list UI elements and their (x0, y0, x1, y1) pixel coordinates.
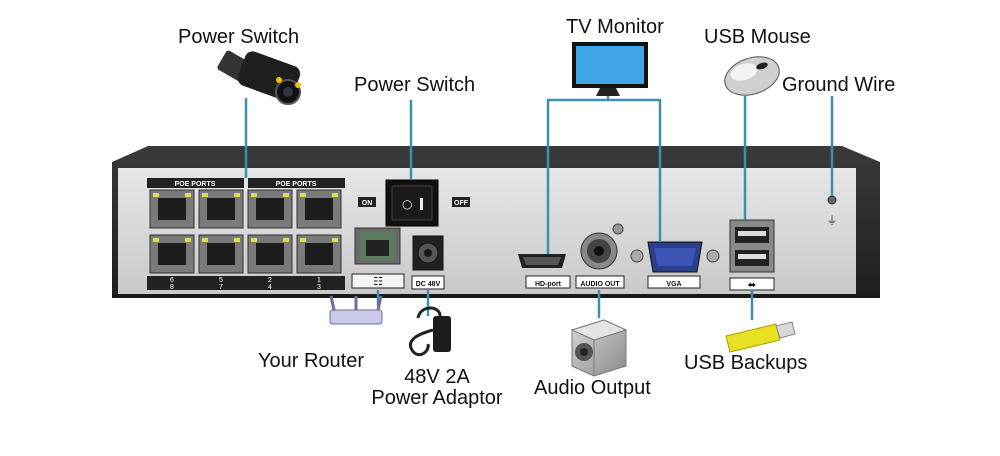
poe-ports-right-label: POE PORTS (276, 181, 317, 188)
usb-backups-label: USB Backups (684, 352, 808, 374)
adaptor-line1: 48V 2A (404, 366, 470, 388)
port-led-icon (300, 193, 306, 197)
poe-ports-block: POE PORTS POE PORTS 6 5 2 1 8 7 4 3 (147, 178, 345, 291)
network-icon: ☷ (373, 275, 383, 288)
power-rocker-switch[interactable]: ○ (385, 179, 439, 227)
port-number: 5 (219, 277, 223, 284)
poe-port[interactable] (247, 189, 293, 229)
port-led-icon (300, 238, 306, 242)
port-number: 1 (317, 277, 321, 284)
port-led-icon (185, 193, 191, 197)
speaker-icon (570, 319, 628, 377)
usb-stick-icon (725, 321, 796, 353)
ground-screw: ⏚ (827, 195, 838, 227)
poe-port[interactable] (198, 189, 244, 229)
port-led-icon (283, 193, 289, 197)
dc-label: DC 48V (416, 281, 441, 288)
connector-lines (244, 96, 834, 320)
power-adaptor-icon (409, 306, 451, 357)
port-led-icon (185, 238, 191, 242)
monitor-line (546, 98, 662, 254)
port-led-icon (332, 193, 338, 197)
lan-port[interactable]: ☷ (351, 227, 405, 289)
port-led-icon (234, 238, 240, 242)
port-led-icon (283, 238, 289, 242)
on-label: ON (362, 200, 373, 207)
camera-icon (217, 50, 301, 105)
dc-power-jack[interactable]: DC 48V (411, 235, 445, 290)
port-led-icon (251, 238, 257, 242)
hd-port-label: HD-port (535, 281, 562, 288)
vga-label: VGA (666, 281, 681, 288)
audio-output-label: Audio Output (534, 377, 651, 399)
usb-mouse-icon (724, 56, 780, 96)
usb-mouse-label: USB Mouse (704, 26, 811, 48)
off-label: OFF (454, 200, 469, 207)
camera-power-switch-label: Power Switch (178, 26, 300, 48)
poe-port[interactable] (149, 189, 195, 229)
poe-port[interactable] (149, 234, 195, 274)
poe-port[interactable] (296, 189, 342, 229)
port-led-icon (202, 238, 208, 242)
port-number: 2 (268, 277, 272, 284)
port-number: 4 (268, 284, 272, 291)
tv-monitor-label: TV Monitor (566, 16, 664, 38)
port-led-icon (153, 238, 159, 242)
port-number: 7 (219, 284, 223, 291)
poe-port[interactable] (296, 234, 342, 274)
port-led-icon (153, 193, 159, 197)
usb-symbol-icon: ⬌ (748, 280, 756, 291)
vga-port[interactable]: VGA (630, 241, 720, 289)
tv-monitor-icon (572, 42, 648, 96)
port-led-icon (234, 193, 240, 197)
port-led-icon (251, 193, 257, 197)
power-adaptor-label: 48V 2A Power Adaptor (362, 367, 512, 409)
your-router-label: Your Router (258, 350, 364, 372)
adaptor-line2: Power Adaptor (371, 387, 503, 409)
port-led-icon (332, 238, 338, 242)
poe-ports-left-label: POE PORTS (175, 181, 216, 188)
audio-out-label: AUDIO OUT (580, 281, 620, 288)
port-number: 6 (170, 277, 174, 284)
power-switch-label: Power Switch (354, 74, 476, 96)
audio-out-jack[interactable]: AUDIO OUT (575, 232, 625, 289)
ground-wire-label: Ground Wire (782, 74, 896, 96)
usb-ports[interactable]: ⬌ (729, 219, 775, 291)
svg-text:○: ○ (402, 197, 412, 211)
port-number: 8 (170, 284, 174, 291)
poe-port[interactable] (198, 234, 244, 274)
hdmi-port[interactable]: HD-port (518, 254, 571, 289)
port-led-icon (202, 193, 208, 197)
ground-symbol-icon: ⏚ (827, 214, 838, 227)
port-number: 3 (317, 284, 321, 291)
poe-port[interactable] (247, 234, 293, 274)
router-icon (329, 295, 383, 325)
